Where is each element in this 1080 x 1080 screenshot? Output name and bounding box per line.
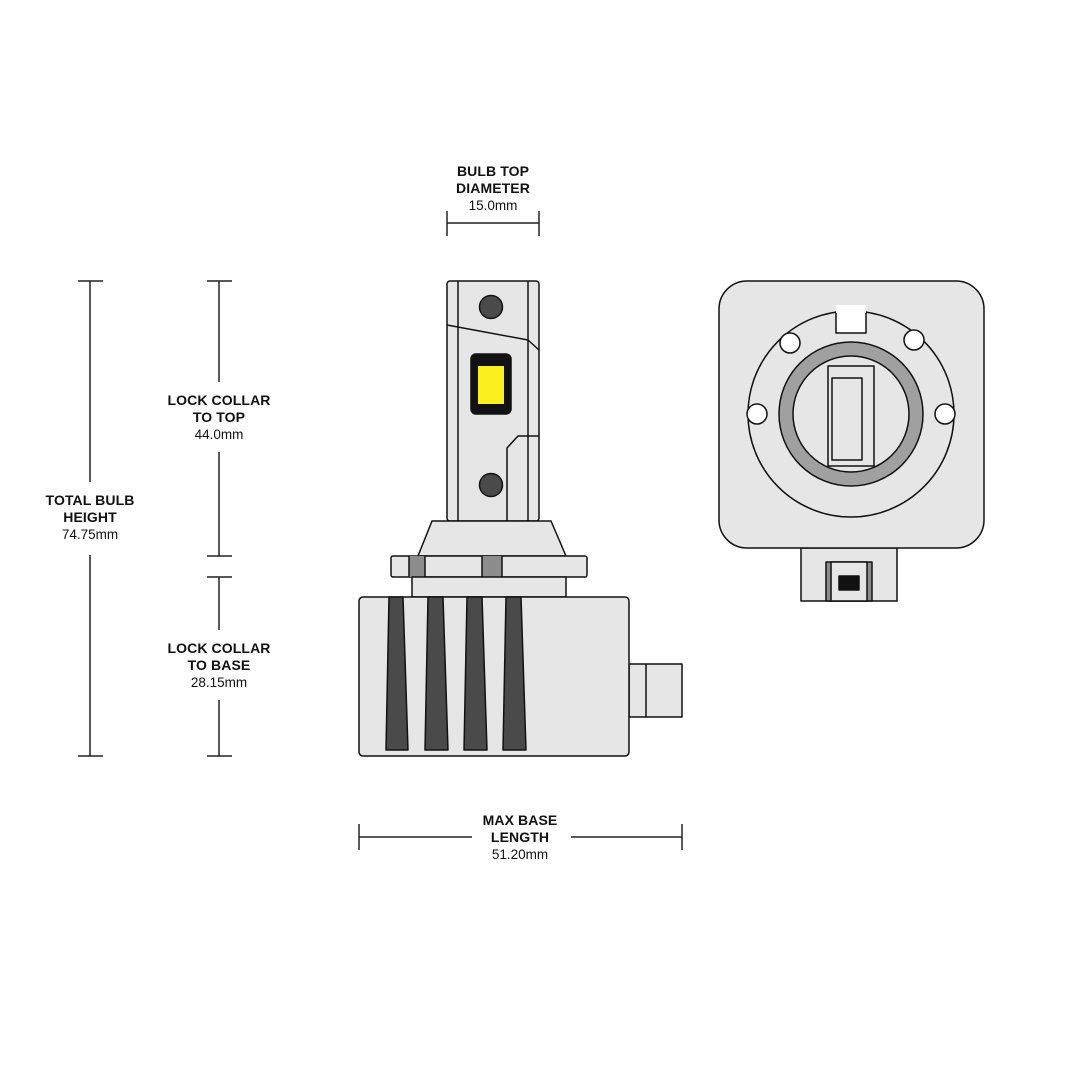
cooling-fin-2 [424,596,449,751]
cooling-fin-3 [463,596,488,751]
side-connector [628,663,683,718]
label-lock-collar-to-base: LOCK COLLAR TO BASE 28.15mm [168,640,271,691]
label-value: 15.0mm [468,198,518,213]
label-value: 51.20mm [491,847,549,862]
led-chip-icon [478,366,504,404]
dim-line-total-bulb-height [78,280,103,757]
label-lock-collar-to-top: LOCK COLLAR TO TOP 44.0mm [168,392,271,443]
dimension-lines [78,211,683,850]
label-max-base-length: MAX BASE LENGTH 51.20mm [483,812,558,863]
label-bulb-top-diameter: BULB TOP DIAMETER 15.0mm [456,163,530,214]
bulb-side-view [358,280,683,757]
label-title-line2: HEIGHT [63,509,117,525]
screw-bottom-icon [478,472,504,498]
cooling-fin-1 [385,596,409,751]
label-title-line1: TOTAL BULB [45,492,135,508]
lock-collar [390,555,588,598]
cooling-fin-4 [502,596,527,751]
label-title-line2: DIAMETER [456,180,530,196]
label-value: 74.75mm [61,527,119,542]
collar-cone [417,520,567,557]
label-title-line1: LOCK COLLAR [167,392,271,408]
label-title-line2: TO BASE [187,657,251,673]
dim-line-max-base-length [358,824,683,850]
bulb-end-view [718,280,985,602]
label-title-line1: BULB TOP [456,163,530,179]
label-title-line2: TO TOP [192,409,246,425]
dim-line-bulb-top-diameter [446,211,540,236]
led-stem [446,280,540,522]
screw-top-icon [478,294,504,320]
dim-line-lock-collar-to-top [207,280,232,557]
dim-line-lock-collar-to-base [207,576,232,757]
label-total-bulb-height: TOTAL BULB HEIGHT 74.75mm [46,492,135,543]
label-title-line2: LENGTH [490,829,550,845]
label-title-line1: LOCK COLLAR [167,640,271,656]
end-view-connector [800,547,898,602]
label-value: 44.0mm [194,427,244,442]
base-housing [358,596,630,757]
end-view-stem [827,365,875,467]
label-title-line1: MAX BASE [482,812,558,828]
label-value: 28.15mm [190,675,248,690]
